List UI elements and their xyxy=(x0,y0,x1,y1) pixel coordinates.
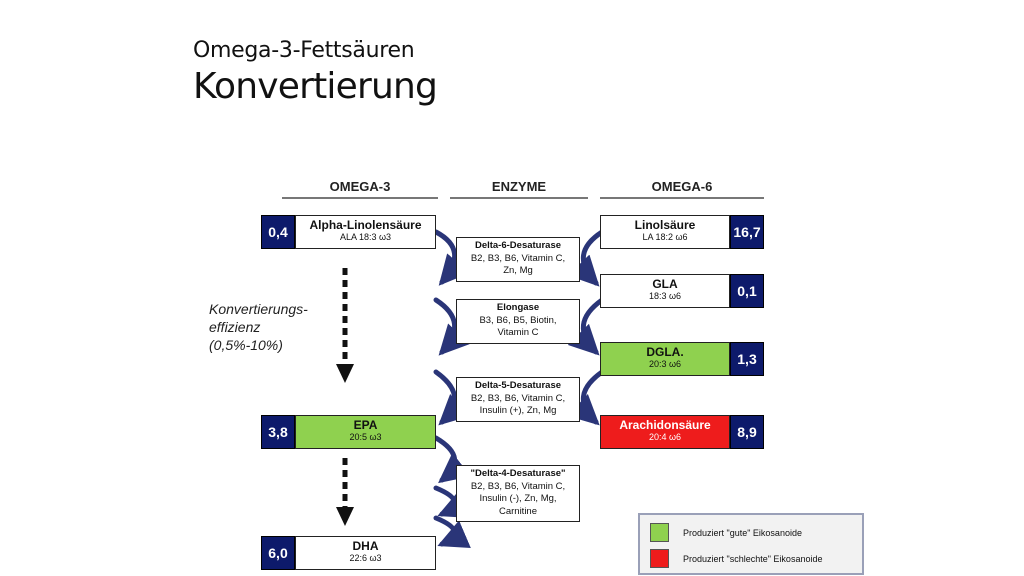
omega3-value-ala: 0,4 xyxy=(261,215,295,249)
curve-elongase-omega3 xyxy=(433,297,471,356)
column-header-omega3: OMEGA-3 xyxy=(329,179,391,194)
omega3-box-ala: Alpha-Linolensäure ALA 18:3 ω3 xyxy=(295,215,436,249)
legend-row-bad: Produziert "schlechte" Eikosanoide xyxy=(650,549,822,568)
ala-name: Alpha-Linolensäure xyxy=(309,218,422,232)
omega6-value-dgla: 1,3 xyxy=(730,342,764,376)
omega6-box-la: Linolsäure LA 18:2 ω6 xyxy=(600,215,730,249)
enzyme-delta5-name: Delta-5-Desaturase xyxy=(474,380,562,391)
dha-formula: 22:6 ω3 xyxy=(349,553,382,563)
epa-name: EPA xyxy=(353,418,378,432)
enzyme-elongase-cofactors-1: B3, B6, B5, Biotin, xyxy=(479,314,557,326)
page-title: Konvertierung xyxy=(193,66,438,107)
la-formula: LA 18:2 ω6 xyxy=(642,232,688,242)
ala-formula: ALA 18:3 ω3 xyxy=(339,232,392,242)
legend-label-bad: Produziert "schlechte" Eikosanoide xyxy=(683,553,823,564)
aa-formula: 20:4 ω6 xyxy=(648,432,682,442)
curve-d5-omega3 xyxy=(433,369,471,426)
legend-row-good: Produziert "gute" Eikosanoide xyxy=(650,523,802,542)
enzyme-box-delta6: Delta-6-Desaturase B2, B3, B6, Vitamin C… xyxy=(456,237,580,282)
legend-swatch-bad xyxy=(650,549,669,568)
column-header-enzyme: ENZYME xyxy=(491,179,547,194)
omega6-value-aa: 8,9 xyxy=(730,415,764,449)
enzyme-delta4-cofactors-2: Insulin (-), Zn, Mg, xyxy=(479,493,557,504)
gla-name: GLA xyxy=(652,277,678,291)
enzyme-delta5-cofactors-2: Insulin (+), Zn, Mg xyxy=(479,405,557,416)
legend-label-good: Produziert "gute" Eikosanoide xyxy=(683,527,802,538)
column-divider-omega3 xyxy=(282,197,438,199)
enzyme-delta6-cofactors-1: B2, B3, B6, Vitamin C, xyxy=(470,252,566,264)
omega3-value-dha: 6,0 xyxy=(261,536,295,570)
enzyme-elongase-name: Elongase xyxy=(496,302,540,313)
la-name: Linolsäure xyxy=(634,218,696,232)
page-subtitle: Omega-3-Fettsäuren xyxy=(193,38,415,63)
enzyme-box-delta5: Delta-5-Desaturase B2, B3, B6, Vitamin C… xyxy=(456,377,580,422)
column-header-omega6: OMEGA-6 xyxy=(651,179,713,194)
efficiency-line-2: effizienz xyxy=(209,319,261,335)
aa-name: Arachidonsäure xyxy=(619,418,711,432)
curve-dgla-to-aa xyxy=(567,369,605,426)
column-divider-omega6 xyxy=(600,197,764,199)
curve-la-to-gla xyxy=(567,229,605,287)
curve-epa-to-d4 xyxy=(433,435,471,484)
enzyme-delta5-cofactors-1: B2, B3, B6, Vitamin C, xyxy=(470,392,566,404)
efficiency-line-1: Konvertierungs- xyxy=(209,301,308,317)
enzyme-delta4-cofactors-3: Carnitine xyxy=(498,505,538,517)
omega6-value-gla: 0,1 xyxy=(730,274,764,308)
enzyme-box-delta4: "Delta-4-Desaturase" B2, B3, B6, Vitamin… xyxy=(456,465,580,522)
enzyme-delta6-cofactors-2: Zn, Mg xyxy=(503,265,533,276)
curve-d4-omega3-b xyxy=(433,515,471,548)
omega6-box-dgla: DGLA. 20:3 ω6 xyxy=(600,342,730,376)
conversion-efficiency-note: Konvertierungs- effizienz (0,5%-10%) xyxy=(209,300,308,354)
omega3-value-epa: 3,8 xyxy=(261,415,295,449)
dgla-formula: 20:3 ω6 xyxy=(648,359,682,369)
epa-formula: 20:5 ω3 xyxy=(349,432,382,442)
omega3-box-epa: EPA 20:5 ω3 xyxy=(295,415,436,449)
omega3-box-dha: DHA 22:6 ω3 xyxy=(295,536,436,570)
omega6-box-aa: Arachidonsäure 20:4 ω6 xyxy=(600,415,730,449)
enzyme-delta6-name: Delta-6-Desaturase xyxy=(474,240,562,251)
enzyme-delta4-name: "Delta-4-Desaturase" xyxy=(470,468,566,479)
omega6-value-la: 16,7 xyxy=(730,215,764,249)
dha-name: DHA xyxy=(352,539,379,553)
arrowhead-dha xyxy=(336,507,354,526)
gla-formula: 18:3 ω6 xyxy=(648,291,682,301)
legend-swatch-good xyxy=(650,523,669,542)
enzyme-box-elongase: Elongase B3, B6, B5, Biotin, Vitamin C xyxy=(456,299,580,344)
efficiency-line-3: (0,5%-10%) xyxy=(209,337,283,353)
enzyme-elongase-cofactors-2: Vitamin C xyxy=(497,327,539,338)
curve-d4-omega3-a xyxy=(433,485,471,518)
legend: Produziert "gute" Eikosanoide Produziert… xyxy=(638,513,864,575)
dgla-name: DGLA. xyxy=(646,345,684,359)
curve-gla-to-dgla xyxy=(567,297,605,356)
column-divider-enzyme xyxy=(450,197,588,199)
enzyme-delta4-cofactors-1: B2, B3, B6, Vitamin C, xyxy=(470,480,566,492)
omega6-box-gla: GLA 18:3 ω6 xyxy=(600,274,730,308)
curve-ala-to-enzyme1 xyxy=(433,229,470,286)
arrowhead-epa xyxy=(336,364,354,383)
